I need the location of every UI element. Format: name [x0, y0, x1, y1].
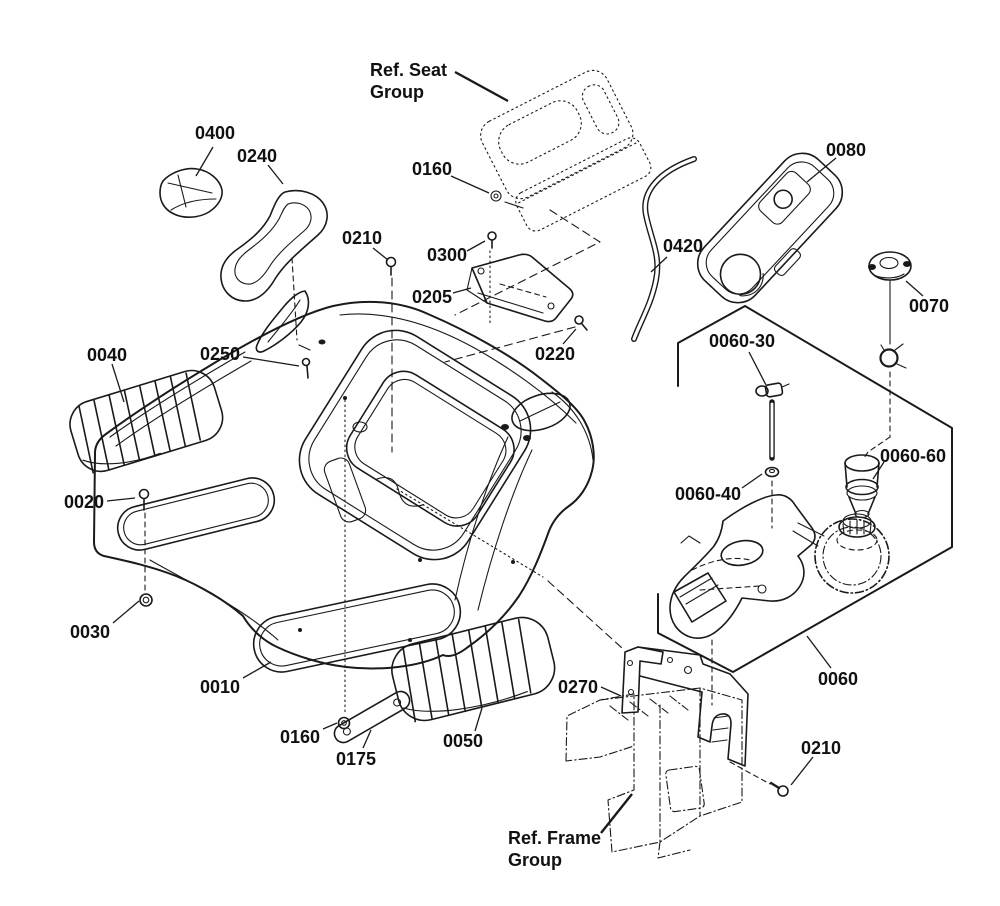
part-label-0205: 0205: [412, 287, 452, 307]
part-label-0060: 0060: [818, 669, 858, 689]
ref-seat-group-label-line2: Group: [370, 82, 424, 102]
seat-group-outline: [454, 69, 652, 316]
part-0205-bracket: [466, 253, 574, 323]
ref-frame-group-label-line2: Group: [508, 850, 562, 870]
part-label-0060-30: 0060-30: [709, 331, 775, 351]
part-label-0270: 0270: [558, 677, 598, 697]
part-label-0030: 0030: [70, 622, 110, 642]
part-0175-strap: [333, 690, 411, 744]
body-trim-strip: [255, 290, 310, 353]
frame-group-outline: [565, 687, 743, 859]
part-0040-footpad: [69, 369, 224, 474]
part-0420-hose: [631, 156, 697, 342]
fasteners: [138, 231, 789, 797]
part-label-0080: 0080: [826, 140, 866, 160]
part-label-0060-40: 0060-40: [675, 484, 741, 504]
part-0060-40-washer: [764, 466, 780, 478]
part-label-0060-60: 0060-60: [880, 446, 946, 466]
part-label-0420: 0420: [663, 236, 703, 256]
part-0060-60-funnel: [844, 371, 891, 519]
part-0070-cap: [868, 251, 912, 345]
construction-lines: [144, 250, 771, 785]
part-label-0050: 0050: [443, 731, 483, 751]
part-label-0210-top: 0210: [342, 228, 382, 248]
ref-seat-group-label-line1: Ref. Seat: [370, 60, 447, 80]
part-label-0400: 0400: [195, 123, 235, 143]
part-label-0220: 0220: [535, 344, 575, 364]
part-label-0300: 0300: [427, 245, 467, 265]
part-0080-housing: [696, 152, 844, 304]
part-0060-tank: [669, 494, 890, 639]
part-0400-pad: [159, 167, 223, 218]
part-label-0210-bottom: 0210: [801, 738, 841, 758]
part-label-0070: 0070: [909, 296, 949, 316]
tank-group-border: [657, 305, 953, 673]
leader-lines: [106, 70, 924, 834]
part-0060-30-valve: [755, 382, 790, 529]
part-label-0160-bottom: 0160: [280, 727, 320, 747]
part-label-0020: 0020: [64, 492, 104, 512]
part-0050-footpad: [391, 616, 556, 723]
part-label-0040: 0040: [87, 345, 127, 365]
ref-frame-group-label-line1: Ref. Frame: [508, 828, 601, 848]
hose-clamp: [879, 343, 907, 369]
part-label-0240: 0240: [237, 146, 277, 166]
part-label-0160-seat: 0160: [412, 159, 452, 179]
main-body-0010: [93, 300, 595, 673]
part-0270-bracket: [621, 646, 749, 767]
part-label-0175: 0175: [336, 749, 376, 769]
labels: Ref. Seat Group Ref. Frame Group 0400 02…: [64, 60, 949, 870]
part-label-0010: 0010: [200, 677, 240, 697]
part-label-0250: 0250: [200, 344, 240, 364]
